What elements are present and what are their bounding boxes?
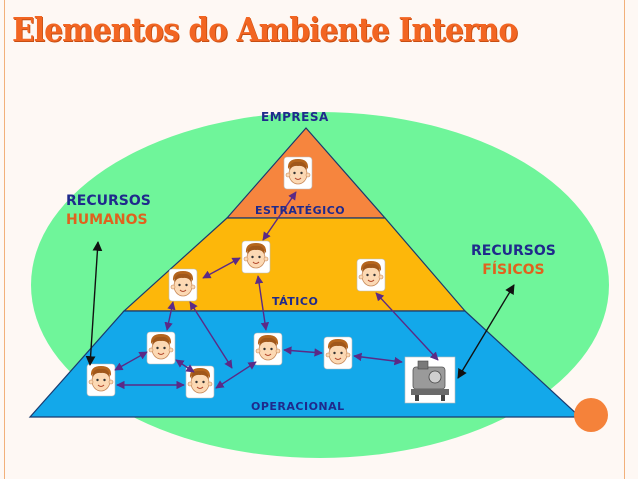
right-frame-line	[624, 0, 625, 479]
face-icon	[168, 268, 198, 302]
human-resources-label: RECURSOS HUMANOS	[66, 192, 151, 230]
face-icon	[86, 363, 116, 397]
machine-icon	[404, 356, 456, 404]
corner-dot	[574, 398, 608, 432]
human-resources-arrow	[85, 241, 103, 366]
empresa-label: EMPRESA	[261, 110, 329, 124]
face-icon	[185, 365, 215, 399]
relation-arrows	[114, 191, 439, 390]
page-title: Elementos do Ambiente Interno	[12, 10, 518, 49]
physical-resources-line2: FÍSICOS	[482, 262, 545, 278]
operacional-label: OPERACIONAL	[251, 400, 345, 413]
face-icon	[323, 336, 353, 370]
physical-resources-line1: RECURSOS	[471, 243, 556, 259]
tatico-label: TÁTICO	[272, 295, 319, 308]
face-icon	[241, 240, 271, 274]
human-resources-line2: HUMANOS	[66, 212, 148, 228]
physical-resources-label: RECURSOS FÍSICOS	[471, 242, 556, 280]
face-icon	[253, 332, 283, 366]
face-icon	[283, 156, 313, 190]
left-frame-line	[4, 0, 5, 479]
face-icon	[356, 258, 386, 292]
face-icon	[146, 331, 176, 365]
physical-resources-arrow	[457, 284, 515, 379]
estrategico-label: ESTRATÉGICO	[255, 204, 346, 217]
human-resources-line1: RECURSOS	[66, 193, 151, 209]
